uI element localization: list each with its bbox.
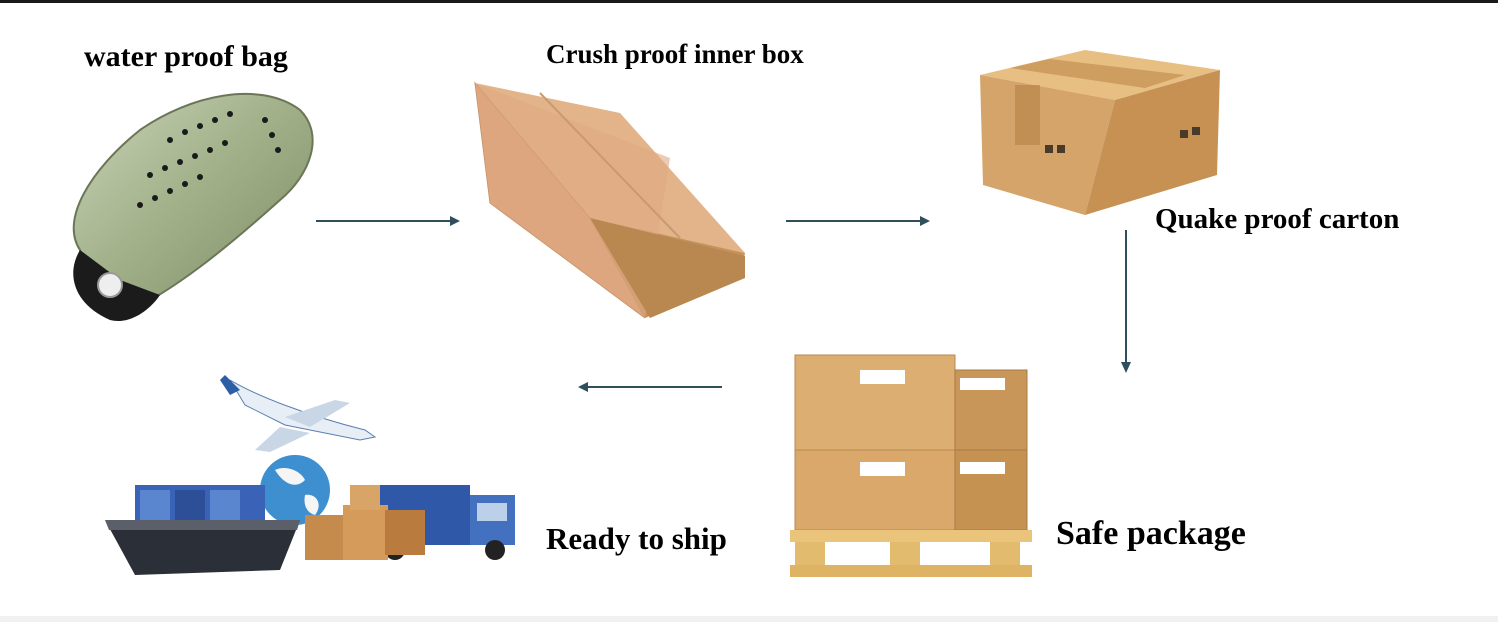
ship-icon	[105, 485, 300, 575]
arrow-carton-to-pallet	[1121, 230, 1131, 373]
inner-box-illustration	[474, 81, 745, 319]
stacked-boxes-icon	[305, 485, 425, 560]
arrow-bag-to-inner-box	[316, 216, 460, 226]
label-crush-proof-inner-box: Crush proof inner box	[546, 39, 804, 69]
palletized-cartons-illustration	[790, 354, 1032, 577]
globe-icon	[260, 455, 330, 525]
label-safe-package: Safe package	[1056, 515, 1246, 552]
label-ready-to-ship: Ready to ship	[546, 521, 727, 556]
label-quake-proof-carton: Quake proof carton	[1155, 203, 1400, 235]
shipping-collage-illustration	[105, 375, 515, 575]
bottom-border	[0, 616, 1498, 622]
top-border	[0, 0, 1498, 3]
carton-illustration	[980, 50, 1220, 215]
waterproof-bag-illustration	[72, 92, 314, 321]
label-water-proof-bag: water proof bag	[84, 40, 288, 73]
arrow-pallet-to-shipping	[578, 382, 722, 392]
airplane-icon	[220, 375, 377, 452]
arrow-inner-box-to-carton	[786, 216, 930, 226]
